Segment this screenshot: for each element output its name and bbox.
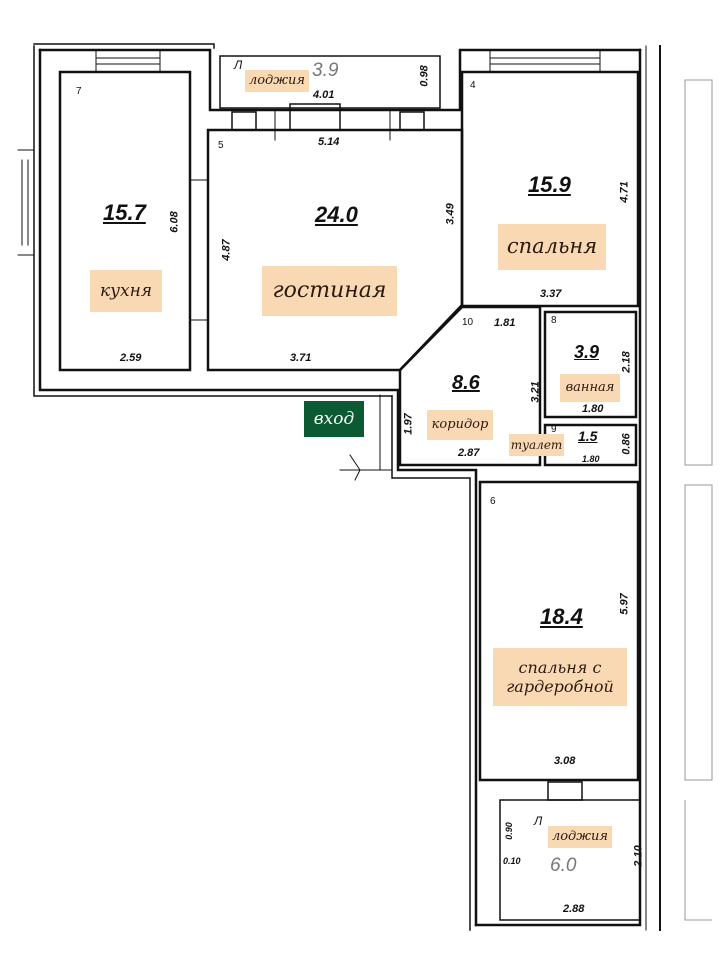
corridor-label: коридор xyxy=(427,410,493,440)
dim-living-bottom: 3.71 xyxy=(290,352,312,364)
living-outline xyxy=(206,128,464,372)
top-wall xyxy=(33,43,215,49)
dim-bedroom2-width: 3.08 xyxy=(554,755,576,767)
room-number-5: 5 xyxy=(218,140,224,151)
loggia1-outline xyxy=(219,55,441,109)
loggia2-area: 6.0 xyxy=(550,855,577,876)
dim-loggia2-b: 0.10 xyxy=(503,856,521,866)
bedroom1-outline xyxy=(460,70,640,308)
dim-living-top: 5.14 xyxy=(318,136,340,148)
entrance-badge: вход xyxy=(304,401,364,437)
dim-toilet-width: 1.80 xyxy=(582,454,600,464)
kitchen-label: кухня xyxy=(90,270,162,312)
dim-bedroom2-length: 5.97 xyxy=(618,593,631,615)
dim-corridor-bottom: 2.87 xyxy=(458,447,480,459)
dim-toilet-length: 0.86 xyxy=(620,433,633,455)
dim-kitchen-width: 2.59 xyxy=(120,352,142,364)
room-number-8: 8 xyxy=(551,315,557,326)
corridor-area: 8.6 xyxy=(452,372,480,394)
bedroom2-area: 18.4 xyxy=(540,604,583,629)
kitchen-living-wall xyxy=(189,71,209,371)
living-area: 24.0 xyxy=(315,202,358,227)
room-number-6: 6 xyxy=(490,496,496,507)
loggia1-label: лоджия xyxy=(245,70,309,92)
bathroom-label: ванная xyxy=(560,374,620,402)
room-number-4: 4 xyxy=(470,80,476,91)
loggia2-letter: Л xyxy=(534,814,543,828)
dim-living-right: 3.49 xyxy=(444,203,457,225)
top-wall xyxy=(38,48,642,112)
loggia2-label: лоджия xyxy=(548,826,612,848)
dim-bathroom-width: 1.80 xyxy=(582,403,604,415)
bedroom2-label: спальня с гардеробной xyxy=(493,648,627,706)
toilet-area: 1.5 xyxy=(578,428,598,444)
corridor-outline xyxy=(398,305,542,467)
living-label: гостиная xyxy=(262,266,397,316)
loggia1-letter: Л xyxy=(234,58,243,72)
kitchen-area: 15.7 xyxy=(103,200,146,225)
dim-corridor-top: 1.81 xyxy=(494,317,516,329)
bathroom-area: 3.9 xyxy=(574,342,600,362)
bedroom1-area: 15.9 xyxy=(528,172,571,197)
exterior-wall xyxy=(33,45,393,397)
dim-corridor-left: 1.97 xyxy=(402,413,415,435)
bathroom-outline xyxy=(543,310,638,419)
dim-loggia2-a: 0.90 xyxy=(503,822,514,840)
room-number-7: 7 xyxy=(76,86,82,97)
dim-loggia2-width: 2.88 xyxy=(563,903,585,915)
bedroom2-outline xyxy=(478,480,640,782)
room-number-9: 9 xyxy=(551,424,557,435)
dim-loggia1-width: 4.01 xyxy=(313,89,335,101)
dim-bedroom1-width: 3.37 xyxy=(540,288,562,300)
dim-loggia1-depth: 0.98 xyxy=(418,65,431,87)
toilet-label: туалет xyxy=(509,434,564,456)
room-number-10: 10 xyxy=(462,317,474,328)
dim-bedroom1-length: 4.71 xyxy=(618,181,631,203)
loggia1-area: 3.9 xyxy=(312,60,339,81)
loggia2-outline xyxy=(499,799,641,921)
dim-kitchen-length: 6.08 xyxy=(168,211,181,233)
exterior-wall xyxy=(391,395,471,931)
dim-loggia2-depth: 2.10 xyxy=(632,845,645,867)
bedroom1-label: спальня xyxy=(498,224,606,270)
dim-corridor-right: 3.21 xyxy=(529,381,542,403)
dim-bathroom-length: 2.18 xyxy=(620,351,633,373)
dim-living-left: 4.87 xyxy=(220,239,233,261)
exterior-wall xyxy=(38,48,478,927)
right-exterior-wall xyxy=(474,48,642,927)
